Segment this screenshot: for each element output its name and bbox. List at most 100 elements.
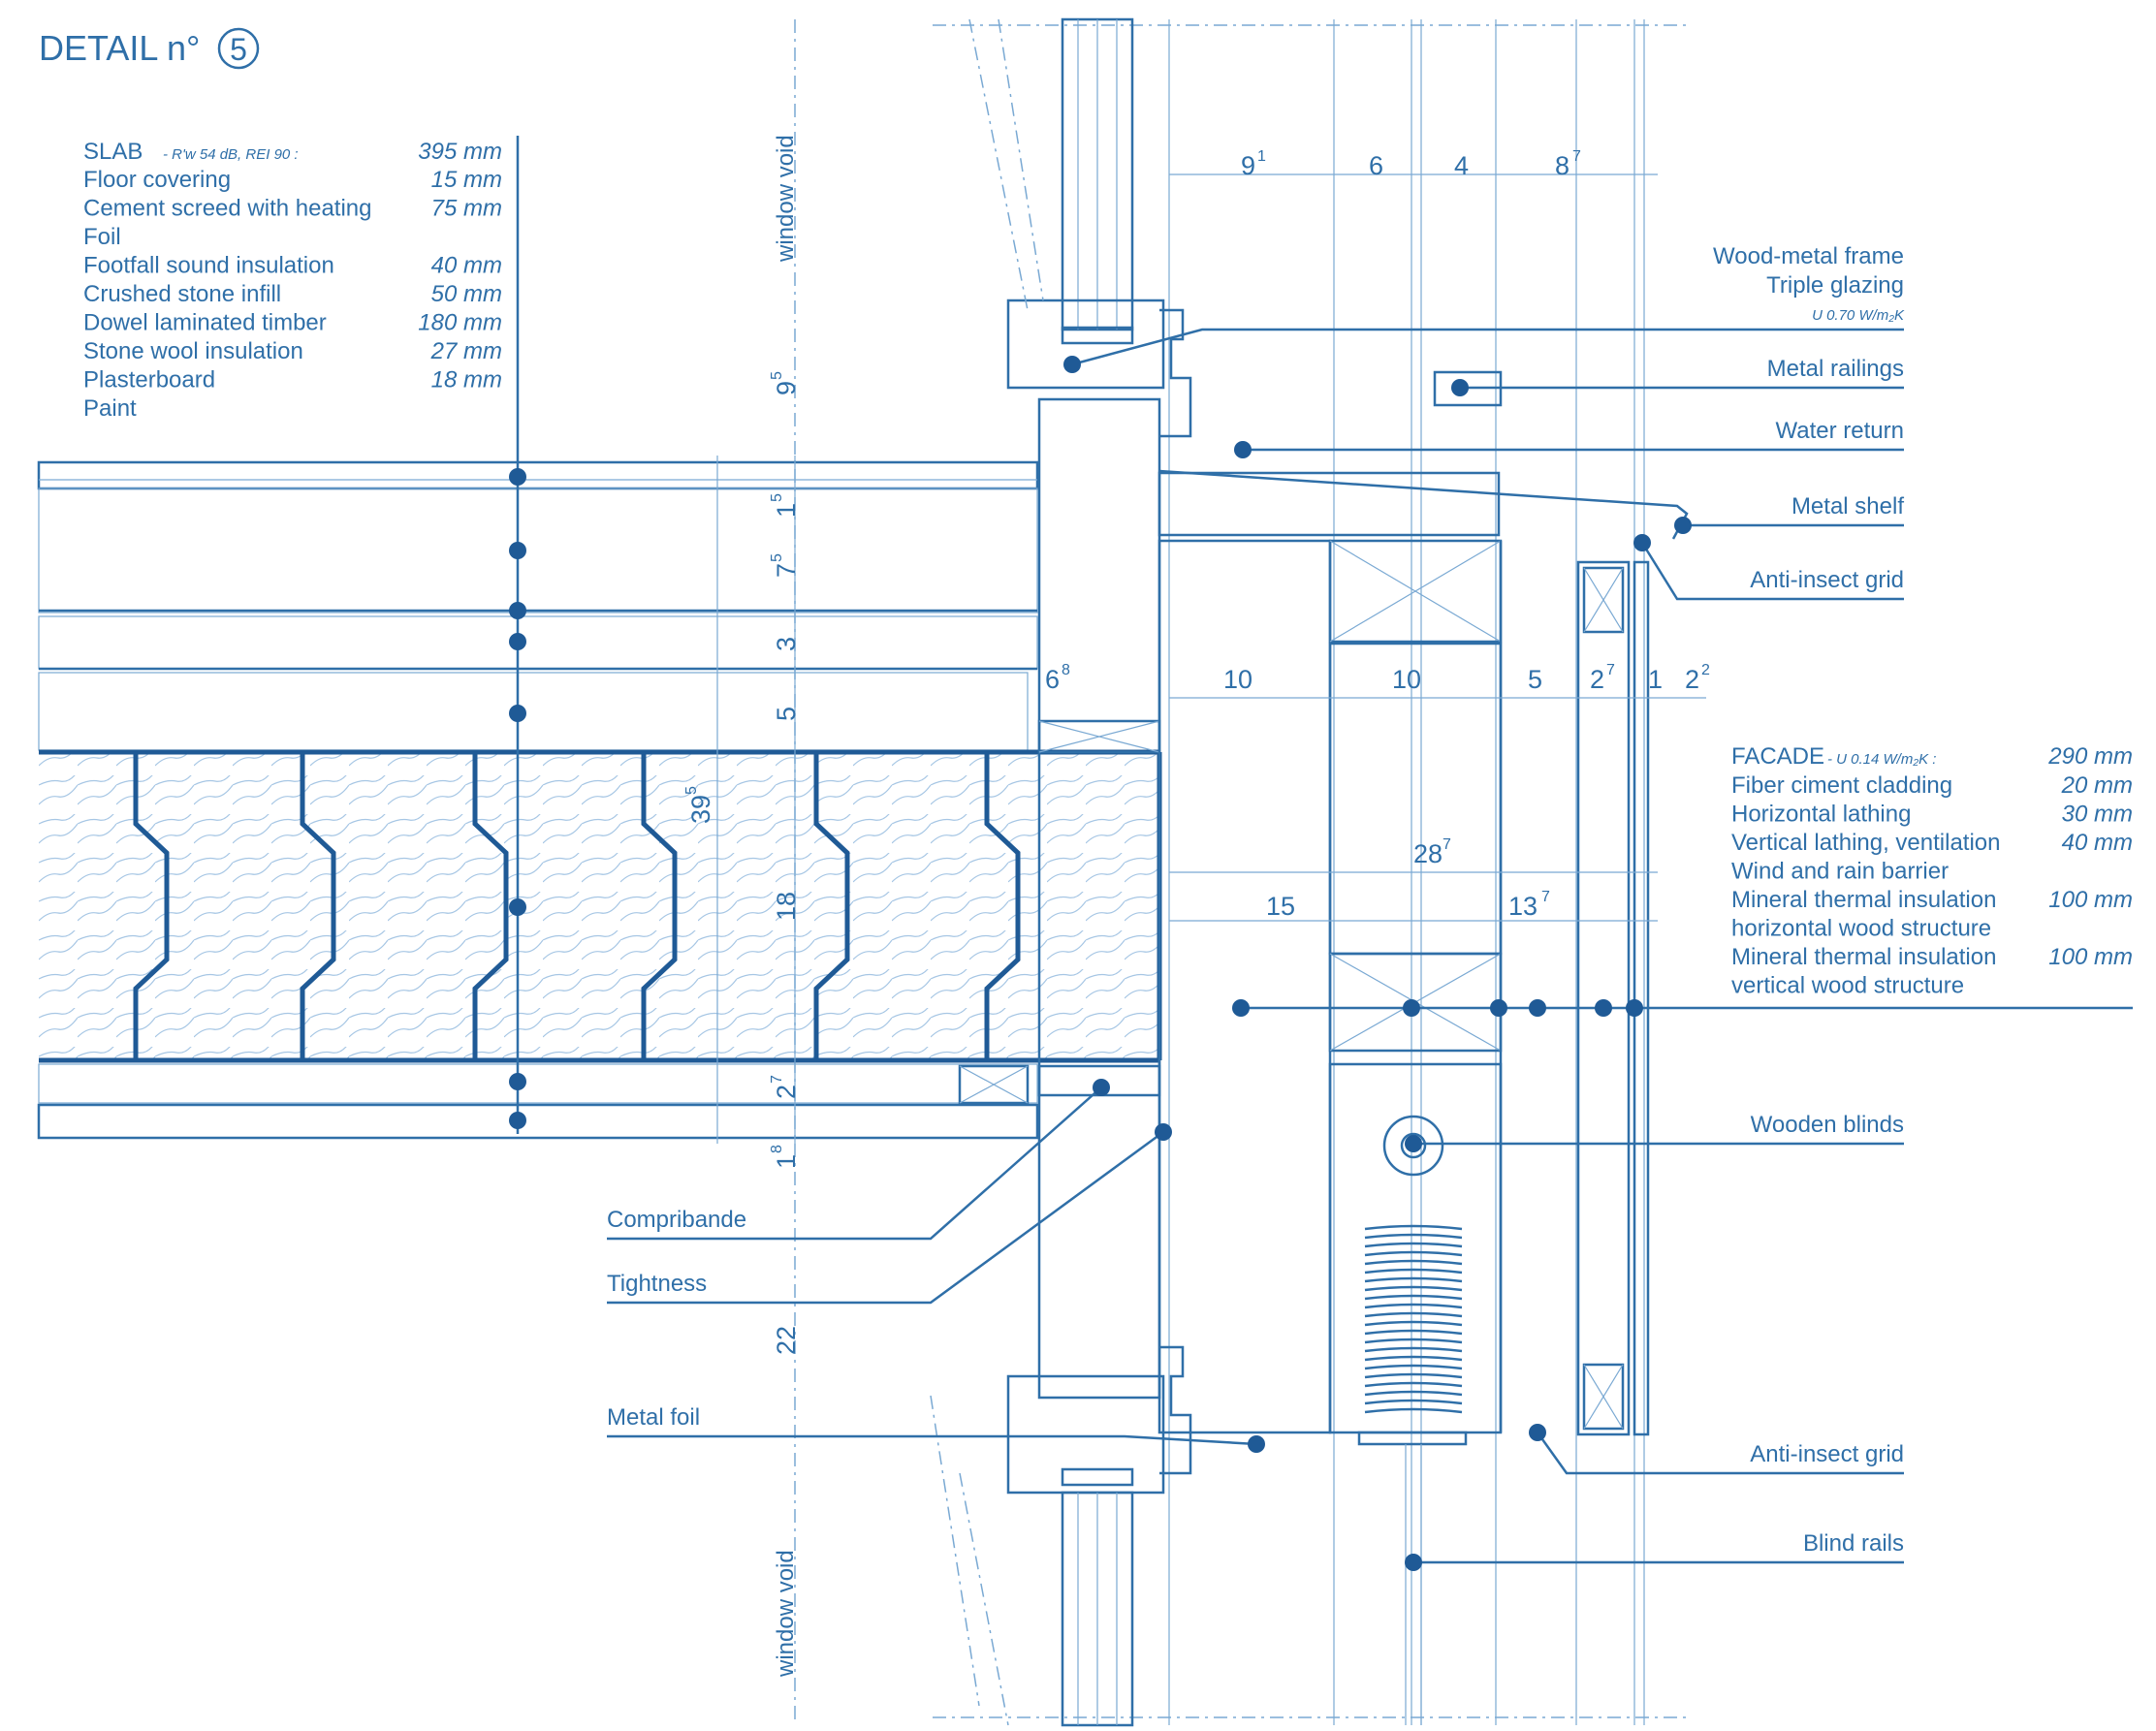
blind-slat: [1364, 1381, 1463, 1388]
slab-layer-value: 40 mm: [431, 253, 502, 279]
slab-layer-value: 18 mm: [431, 367, 502, 393]
slab-layer-value: 180 mm: [418, 310, 502, 336]
anti-insect-top-label: Anti-insect grid: [1750, 567, 1904, 593]
window-label-1: Wood-metal frame: [1713, 243, 1904, 269]
blind-slat: [1364, 1346, 1463, 1353]
slab-layer-name: Cement screed with heating: [83, 196, 372, 222]
left-callouts: Compribande Tightness Metal foil: [607, 1079, 1265, 1453]
dim-v-18: 18: [772, 892, 801, 921]
dim-top-2: 6: [1369, 151, 1383, 180]
dim-v-75-sup: 5: [769, 553, 785, 562]
facade-legend: FACADE - U 0.14 W/m₂K : 290 mm Fiber cim…: [1731, 743, 2133, 999]
blind-slat: [1364, 1329, 1463, 1336]
facade-layer-value: 100 mm: [2048, 887, 2133, 913]
dim-top-1: 9: [1241, 151, 1255, 180]
slab-layer-value: 75 mm: [431, 196, 502, 222]
blind-slats: [1364, 1224, 1463, 1414]
dowel-joint: [813, 752, 850, 1060]
slab-legend: SLAB - R'w 54 dB, REI 90 : 395 mm Floor …: [83, 139, 502, 422]
slab-section: [37, 460, 1162, 1140]
blind-slat: [1364, 1364, 1463, 1370]
blind-slat: [1364, 1276, 1463, 1283]
blind-slat: [1364, 1294, 1463, 1301]
detail-number: 5: [230, 32, 247, 67]
dim-mid-5: 2: [1590, 665, 1604, 694]
slab-layer-name: Stone wool insulation: [83, 338, 303, 364]
facade-layer-value: 40 mm: [2062, 830, 2133, 856]
dim-mid-1: 6: [1045, 665, 1060, 694]
metal-shelf-block: [1157, 471, 1501, 537]
dim-v-18b: 1: [772, 1154, 801, 1169]
lower-alu-profile: [1159, 1345, 1192, 1475]
dim-mid-4: 5: [1528, 665, 1542, 694]
slab-layer-name: Foil: [83, 224, 121, 250]
dim-facade-2: 15: [1266, 892, 1295, 921]
dowel-joint: [300, 752, 336, 1060]
metal-shelf-label: Metal shelf: [1791, 493, 1904, 519]
dim-top-4: 8: [1555, 151, 1569, 180]
stone-wool-layer: [38, 1063, 1038, 1104]
dim-facade-3-sup: 7: [1541, 889, 1550, 905]
dim-v-95: 9: [772, 381, 801, 395]
dowel-joint: [133, 752, 170, 1060]
dim-v-5: 5: [772, 707, 801, 721]
window-label-2: Triple glazing: [1766, 272, 1904, 299]
right-callouts: Wood-metal frame Triple glazing U 0.70 W…: [1063, 243, 1905, 1571]
dim-mid-7: 2: [1685, 665, 1699, 694]
facade-layer-value: 20 mm: [2061, 772, 2133, 799]
dim-v-15: 1: [772, 503, 801, 518]
slab-layer-name: Crushed stone infill: [83, 281, 281, 307]
facade-total: 290 mm: [2047, 743, 2133, 770]
dim-top-1-sup: 1: [1257, 148, 1266, 165]
facade-layer-name: horizontal wood structure: [1731, 916, 1991, 942]
metal-shelf-line: [1158, 469, 1689, 540]
facade-layer-name: vertical wood structure: [1731, 973, 1964, 999]
facade-section: [1157, 370, 1689, 1725]
dimension-lines: [716, 173, 1706, 1144]
tightness-label: Tightness: [607, 1271, 707, 1297]
dimension-text-group: 9 1 6 4 8 7 6 8 10 10 5 2 7 1 2 2 28 7 1…: [683, 135, 1710, 1678]
blind-slat: [1364, 1250, 1463, 1257]
blind-slat: [1364, 1224, 1463, 1231]
slab-spec: - R'w 54 dB, REI 90 :: [163, 146, 299, 163]
footfall-insulation-layer: [38, 615, 1038, 670]
upper-frame-wood: [1006, 299, 1165, 390]
blind-slat: [1364, 1372, 1463, 1379]
facade-spec: - U 0.14 W/m₂K :: [1827, 751, 1936, 768]
dim-mid-7-sup: 2: [1701, 662, 1710, 678]
slab-total: 395 mm: [418, 139, 502, 165]
facade-layer-name: Mineral thermal insulation: [1731, 944, 1996, 970]
blind-slat: [1364, 1338, 1463, 1344]
dim-v-395: 39: [686, 795, 715, 824]
blind-slat: [1364, 1233, 1463, 1240]
dim-v-3: 3: [772, 637, 801, 651]
dim-mid-1-sup: 8: [1062, 662, 1070, 678]
dim-v-27: 2: [772, 1085, 801, 1099]
slab-leader: [509, 136, 526, 1134]
anti-insect-bottom-label: Anti-insect grid: [1750, 1441, 1904, 1467]
blind-slat: [1364, 1355, 1463, 1362]
dim-facade-3: 13: [1508, 892, 1538, 921]
dim-mid-2: 10: [1223, 665, 1252, 694]
upper-alu-profile: [1159, 308, 1192, 438]
slab-layer-value: 15 mm: [431, 167, 502, 193]
slab-heading: SLAB: [83, 139, 143, 165]
blind-slat: [1364, 1320, 1463, 1327]
dim-v-22: 22: [772, 1326, 801, 1355]
dim-top-3: 4: [1454, 151, 1469, 180]
dim-v-27-sup: 7: [769, 1075, 785, 1084]
window-void-top: window void: [773, 135, 799, 263]
blind-slat: [1364, 1311, 1463, 1318]
blind-rails-label: Blind rails: [1803, 1530, 1904, 1557]
dowel-laminated-timber: [39, 752, 1157, 1060]
wooden-blinds-label: Wooden blinds: [1751, 1112, 1904, 1138]
slab-layer-value: 27 mm: [430, 338, 502, 364]
dim-mid-3: 10: [1392, 665, 1421, 694]
blind-slat: [1364, 1242, 1463, 1248]
metal-railings-label: Metal railings: [1767, 356, 1904, 382]
blind-slat: [1364, 1268, 1463, 1275]
slab-layer-value: 50 mm: [431, 281, 502, 307]
detail-title: DETAIL n° 5: [39, 27, 260, 70]
